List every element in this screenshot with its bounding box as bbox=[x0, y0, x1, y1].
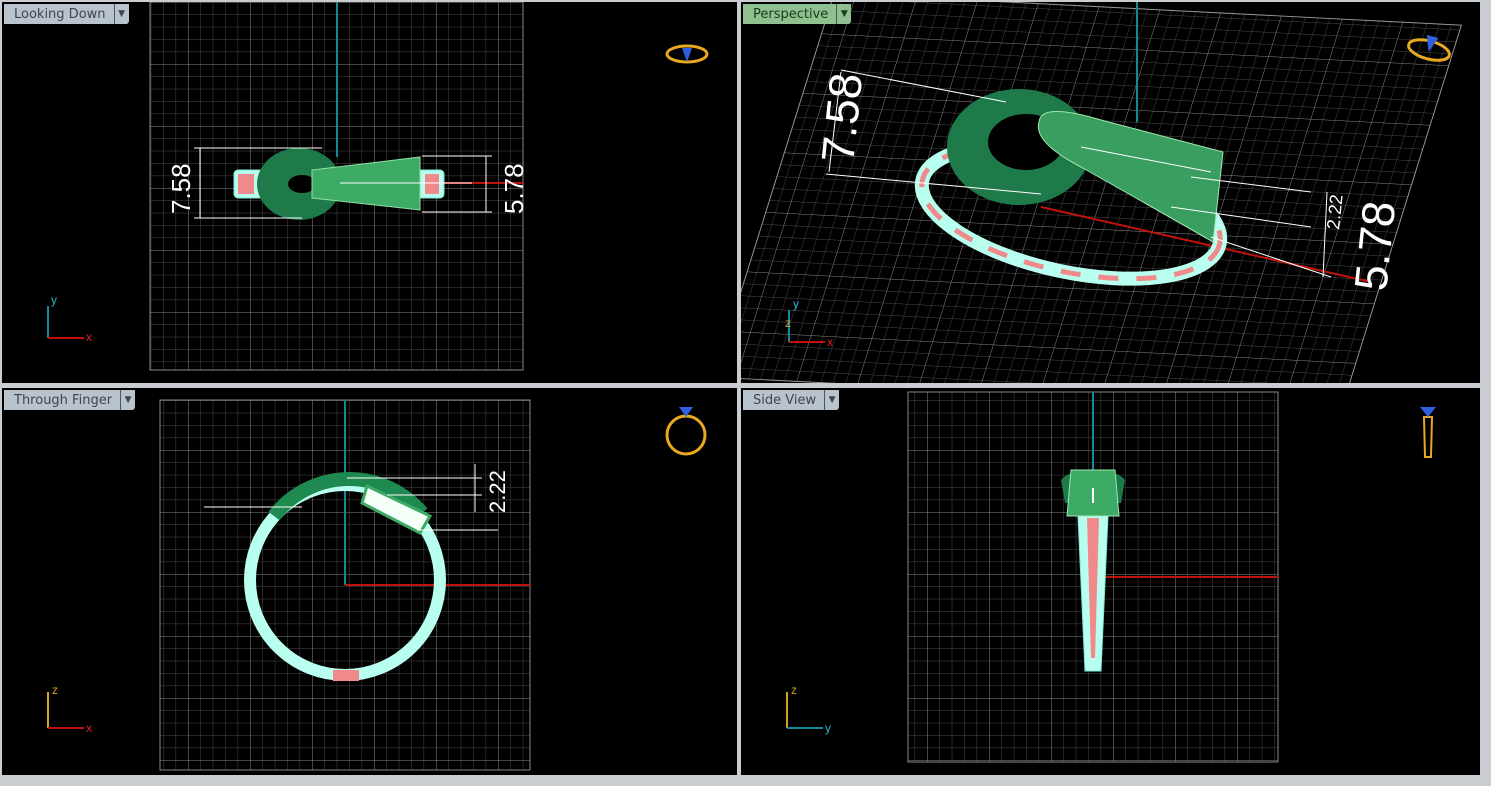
viewport-title: Perspective bbox=[753, 6, 829, 22]
construction-grid bbox=[741, 2, 1463, 383]
dimension-label: 7.58 bbox=[811, 71, 872, 165]
dimension-label: 5.78 bbox=[499, 163, 529, 214]
axis-indicator: z x bbox=[47, 683, 92, 735]
chevron-down-icon[interactable]: ▼ bbox=[824, 390, 839, 410]
viewport-canvas[interactable]: 7.58 5.78 y x bbox=[2, 2, 737, 383]
chevron-down-icon[interactable]: ▼ bbox=[836, 4, 851, 24]
viewport-title: Looking Down bbox=[14, 6, 106, 22]
dimension-lines bbox=[204, 464, 498, 531]
dimension-label: 5.78 bbox=[1344, 199, 1405, 293]
svg-text:x: x bbox=[86, 330, 92, 344]
svg-text:y: y bbox=[793, 297, 799, 311]
svg-text:z: z bbox=[791, 683, 797, 697]
dimension-label: 2.22 bbox=[485, 470, 510, 513]
ring-model bbox=[233, 148, 472, 220]
ring-orientation-icon bbox=[1420, 407, 1436, 458]
ring-orientation-icon bbox=[1407, 34, 1451, 62]
viewport-perspective[interactable]: 7.58 5.78 2.22 y z x Perspective ▼ bbox=[741, 2, 1480, 383]
ring-model bbox=[244, 472, 446, 681]
viewport-canvas[interactable]: 2.22 z x bbox=[2, 388, 737, 775]
svg-text:y: y bbox=[51, 293, 57, 307]
svg-text:z: z bbox=[52, 683, 58, 697]
svg-text:z: z bbox=[785, 316, 791, 330]
viewport-through-finger[interactable]: 2.22 z x Through Finger ▼ bbox=[2, 388, 737, 775]
dimension-label: 7.58 bbox=[166, 163, 196, 214]
svg-text:y: y bbox=[825, 721, 831, 735]
dimension-lines bbox=[825, 69, 1332, 278]
ring-orientation-icon bbox=[665, 407, 707, 456]
ring-model bbox=[1061, 469, 1125, 672]
viewport-canvas[interactable]: 7.58 5.78 2.22 y z x bbox=[741, 2, 1480, 383]
viewport-side-view[interactable]: z y Side View ▼ bbox=[741, 388, 1480, 775]
viewport-canvas[interactable]: z y bbox=[741, 388, 1480, 775]
viewport-title-tab[interactable]: Looking Down ▼ bbox=[4, 4, 129, 24]
dimension-lines bbox=[194, 147, 492, 219]
viewport-looking-down[interactable]: 7.58 5.78 y x Looking Down ▼ bbox=[2, 2, 737, 383]
axis-indicator: z y bbox=[786, 683, 831, 735]
ring-model bbox=[914, 89, 1228, 286]
viewport-title-tab[interactable]: Through Finger ▼ bbox=[4, 390, 136, 410]
viewport-title: Through Finger bbox=[14, 392, 113, 408]
chevron-down-icon[interactable]: ▼ bbox=[120, 390, 135, 410]
svg-text:x: x bbox=[827, 335, 833, 349]
ring-orientation-icon bbox=[665, 44, 709, 64]
viewport-title-tab[interactable]: Side View ▼ bbox=[743, 390, 840, 410]
viewport-title-tab[interactable]: Perspective ▼ bbox=[743, 4, 852, 24]
viewport-title: Side View bbox=[753, 392, 817, 408]
dimension-label: 2.22 bbox=[1323, 193, 1347, 230]
axis-indicator: y x bbox=[47, 293, 92, 344]
chevron-down-icon[interactable]: ▼ bbox=[113, 4, 129, 24]
svg-text:x: x bbox=[86, 721, 92, 735]
axis-indicator: y z x bbox=[785, 297, 833, 349]
x-axis-line bbox=[1040, 206, 1372, 283]
